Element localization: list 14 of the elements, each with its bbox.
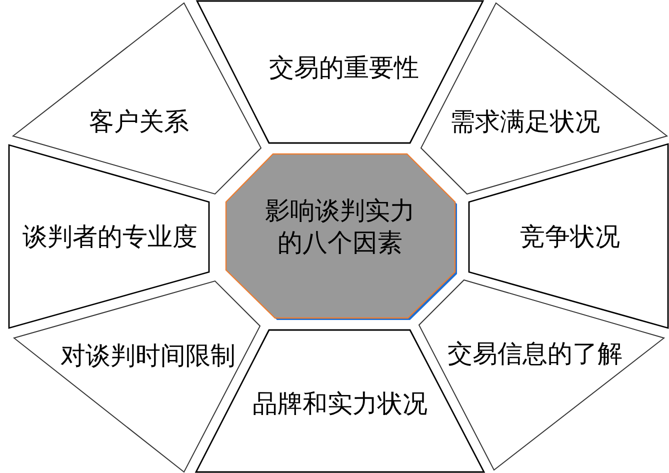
factor-label: 需求满足状况 xyxy=(450,106,600,138)
center-title: 影响谈判实力的八个因素 xyxy=(264,195,416,259)
factor-label: 品牌和实力状况 xyxy=(252,388,428,420)
trapezoid-box xyxy=(8,144,210,329)
octagon-box xyxy=(225,153,458,321)
factor-label: 交易的重要性 xyxy=(269,52,419,84)
quadrilateral-box xyxy=(420,2,668,195)
factor-label: 竞争状况 xyxy=(520,221,620,253)
trapezoid-box xyxy=(468,143,669,329)
quadrilateral-box xyxy=(12,2,262,195)
factor-label: 对谈判时间限制 xyxy=(60,340,236,372)
factor-label: 谈判者的专业度 xyxy=(22,221,198,253)
factor-label: 客户关系 xyxy=(89,106,189,138)
factor-label: 交易信息的了解 xyxy=(448,338,622,370)
